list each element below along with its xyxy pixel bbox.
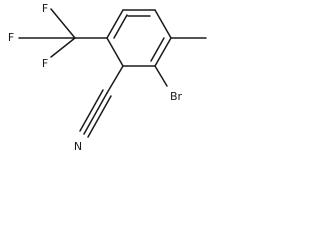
ring-bond-lower-right-inner	[150, 37, 165, 62]
atom-label-f-top: F	[42, 2, 48, 15]
nitrile-stem-bond	[106, 65, 124, 94]
ring-bond-upper-left	[106, 9, 124, 39]
molecule-structure: F F F Br N	[8, 2, 207, 153]
nitrile-triple-bond-c	[87, 95, 112, 138]
atom-label-bromine: Br	[170, 90, 183, 103]
br-bond	[154, 65, 168, 87]
ring-bond-lower-left	[106, 37, 124, 67]
cf-bond-bottom	[50, 37, 76, 58]
atom-label-f-bottom: F	[42, 57, 48, 70]
nitrile-triple-bond-b	[79, 89, 104, 132]
atom-label-nitrogen: N	[74, 140, 82, 153]
ring-bond-upper-left-inner	[113, 14, 128, 39]
ring-bond-upper-right	[154, 9, 172, 39]
nitrile-triple-bond-a	[83, 92, 108, 135]
ring-bond-lower-right	[154, 37, 172, 67]
atom-label-f-left: F	[8, 31, 14, 44]
cf-bond-top	[50, 8, 76, 39]
